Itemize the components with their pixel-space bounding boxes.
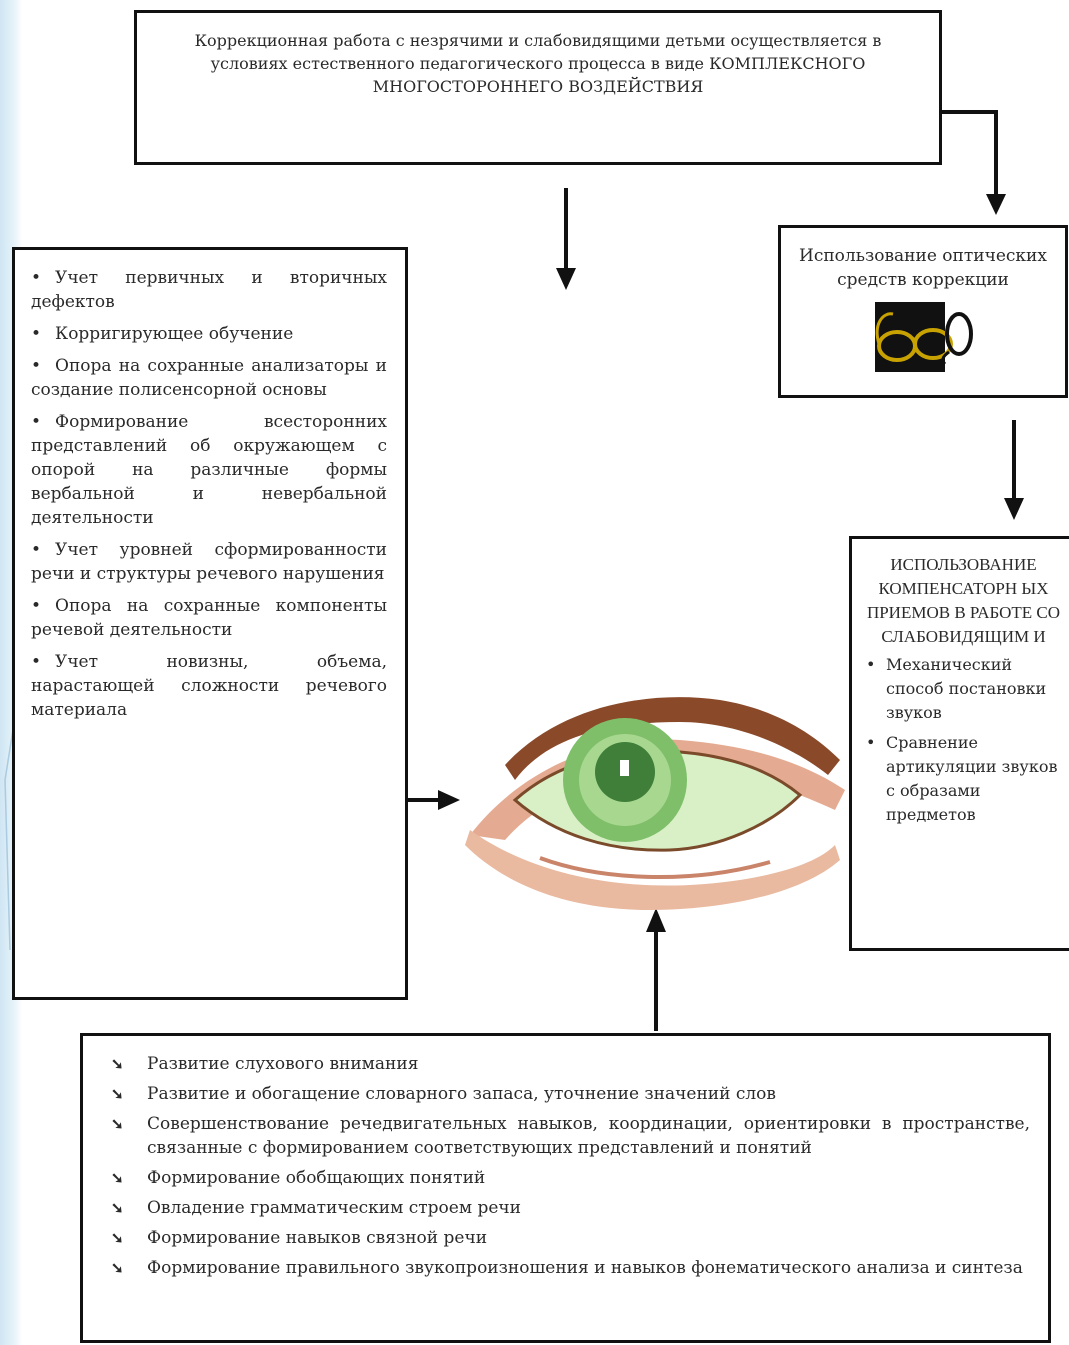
list-item: ➘ Совершенствование речедвигательных навы… xyxy=(111,1112,1030,1160)
list-item: ➘ Формирование навыков связной речи xyxy=(111,1226,1030,1250)
optical-box: Использование оптических средств коррекц… xyxy=(778,225,1068,398)
arrow-head xyxy=(986,194,1006,215)
top-box-text: Коррекционная работа с незрячими и слабо… xyxy=(194,31,882,96)
arrow-head xyxy=(1004,498,1024,520)
arrow-bullet-icon: ➘ xyxy=(111,1055,124,1073)
list-item-text: Овладение грамматическим строем речи xyxy=(147,1198,521,1218)
list-item: Опора на сохранные компоненты речевой де… xyxy=(31,594,387,642)
arrow-bullet-icon: ➘ xyxy=(111,1115,124,1133)
list-item-text: Развитие слухового внимания xyxy=(147,1054,419,1074)
arrow-bullet-icon: ➘ xyxy=(111,1085,124,1103)
bottom-box: ➘ Развитие слухового внимания ➘ Развитие и… xyxy=(80,1033,1051,1343)
arrow-bullet-icon: ➘ xyxy=(111,1259,124,1277)
arrow-head xyxy=(438,790,460,810)
top-box: Коррекционная работа с незрячими и слабо… xyxy=(134,10,942,165)
list-item: Учет первичных и вторичных дефектов xyxy=(31,266,387,314)
right-box: ИСПОЛЬЗОВАНИЕ КОМПЕНСАТОРН ЫХ ПРИЕМОВ В … xyxy=(849,536,1069,951)
eye-icon xyxy=(465,697,845,910)
list-item: ➘ Развитие и обогащение словарного запаса… xyxy=(111,1082,1030,1106)
arrow-head xyxy=(646,908,666,932)
list-item: ➘ Овладение грамматическим строем речи xyxy=(111,1196,1030,1220)
glasses-icon xyxy=(875,302,973,372)
arrow-top-to-optical xyxy=(942,110,998,196)
list-item: Механический способ постановки звуков xyxy=(866,653,1065,725)
arrow-bullet-icon: ➘ xyxy=(111,1199,124,1217)
list-item: Учет уровней сформированности речи и стр… xyxy=(31,538,387,586)
decor-line xyxy=(4,779,11,951)
list-item-text: Совершенствование речедвигательных навык… xyxy=(147,1114,1030,1158)
list-item: Корригирующее обучение xyxy=(31,322,387,346)
list-item-text: Формирование навыков связной речи xyxy=(147,1228,488,1248)
list-item: ➘ Формирование правильного звукопроизноше… xyxy=(111,1256,1030,1280)
right-box-title: ИСПОЛЬЗОВАНИЕ КОМПЕНСАТОРН ЫХ ПРИЕМОВ В … xyxy=(866,555,1061,646)
list-item: ➘ Развитие слухового внимания xyxy=(111,1052,1030,1076)
arrow-head xyxy=(556,268,576,290)
list-item: Учет новизны, объема, нарастающей сложно… xyxy=(31,650,387,722)
list-item-text: Формирование правильного звукопроизношен… xyxy=(147,1258,1023,1278)
list-item: Опора на сохранные анализаторы и создани… xyxy=(31,354,387,402)
bottom-list: ➘ Развитие слухового внимания ➘ Развитие и… xyxy=(111,1052,1030,1280)
list-item: Формирование всесторонних представлений … xyxy=(31,410,387,530)
optical-box-text: Использование оптических средств коррекц… xyxy=(799,246,1047,290)
list-item-text: Формирование обобщающих понятий xyxy=(147,1168,486,1188)
list-item: Сравнение артикуляции звуков с образами … xyxy=(866,731,1065,827)
left-box: Учет первичных и вторичных дефектов Корр… xyxy=(12,247,408,1000)
right-list: Механический способ постановки звуков Ср… xyxy=(862,653,1065,827)
list-item-text: Развитие и обогащение словарного запаса,… xyxy=(147,1084,776,1104)
arrow-bullet-icon: ➘ xyxy=(111,1229,124,1247)
list-item: ➘ Формирование обобщающих понятий xyxy=(111,1166,1030,1190)
left-list: Учет первичных и вторичных дефектов Корр… xyxy=(31,266,387,722)
arrow-bullet-icon: ➘ xyxy=(111,1169,124,1187)
